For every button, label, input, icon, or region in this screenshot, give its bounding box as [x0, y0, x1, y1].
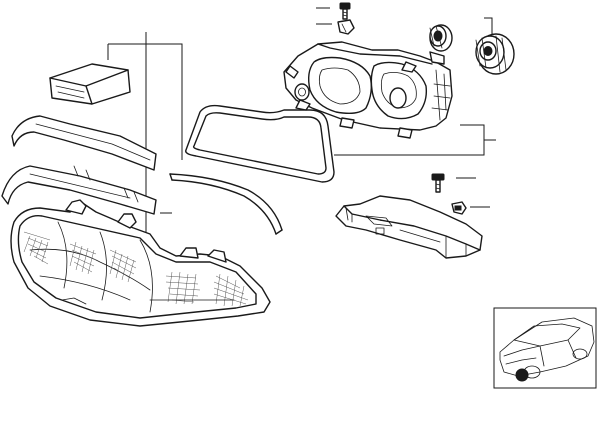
trim-strip-upper — [11, 115, 157, 171]
cover-cap-small — [429, 24, 453, 52]
car-silhouette — [499, 317, 595, 379]
trim-strip-lower — [1, 165, 157, 215]
headlight-location-dot — [515, 368, 529, 382]
screw-top — [339, 2, 351, 20]
clip-top — [337, 19, 355, 35]
lens-texture-middle — [69, 241, 97, 275]
headlight-housing — [283, 41, 453, 139]
repair-kit-box — [49, 63, 131, 105]
mounting-bracket — [335, 195, 483, 259]
screw-right — [431, 173, 445, 193]
lens-texture-right — [109, 249, 137, 283]
lens-texture-corner — [213, 273, 249, 307]
seal-strip — [169, 173, 283, 235]
vehicle-location-inset — [493, 307, 597, 389]
clip-right — [451, 201, 467, 215]
lens-texture-left — [23, 231, 51, 265]
cover-cap-large — [475, 33, 515, 75]
headlight-lens-assembly — [10, 199, 271, 327]
lens-texture-turn-signal — [165, 271, 201, 305]
headlight-gasket — [185, 104, 335, 183]
